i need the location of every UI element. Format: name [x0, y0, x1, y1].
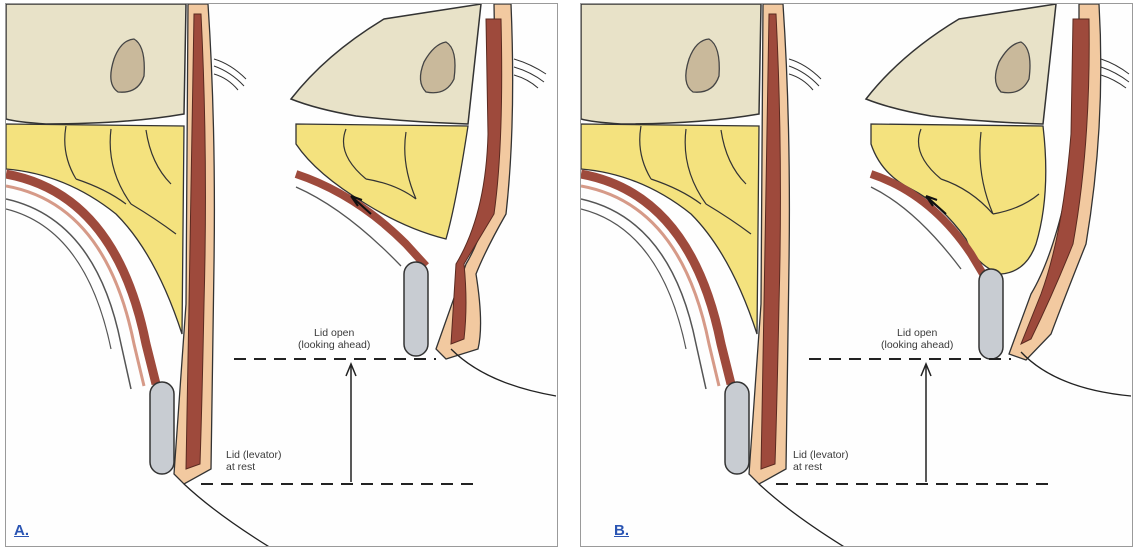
brow-hairs-open: [1101, 59, 1129, 88]
eyelash-curve: [759, 484, 846, 547]
tarsal-plate: [150, 382, 174, 474]
label-lid-rest-line1: Lid (levator): [793, 449, 848, 461]
panel-a: Lid open (looking ahead) Lid (levator) a…: [5, 3, 558, 547]
orbital-bone: [6, 4, 186, 124]
tarsal-plate: [725, 382, 749, 474]
orbital-bone: [581, 4, 761, 124]
globe-arc-inner: [6, 199, 131, 389]
label-lid-rest: Lid (levator) at rest: [226, 449, 281, 473]
eyelash-curve-open: [1021, 352, 1131, 396]
panel-label-a: A.: [14, 522, 29, 539]
orbital-fat-open: [871, 124, 1046, 274]
eyelid-diagram-b: [581, 4, 1133, 547]
tarsal-plate-open: [404, 262, 428, 356]
label-lid-open-line1: Lid open: [298, 327, 370, 339]
brow-hairs-open: [514, 59, 546, 88]
globe-arc-inner: [581, 199, 706, 389]
label-lid-rest-line2: at rest: [793, 461, 848, 473]
eyelash-curve-open: [451, 349, 556, 396]
panel-label-b: B.: [614, 522, 629, 539]
label-lid-open: Lid open (looking ahead): [298, 327, 370, 351]
eyelash-curve: [184, 484, 271, 547]
label-lid-open-line2: (looking ahead): [881, 339, 953, 351]
eyelid-diagram-a: [6, 4, 558, 547]
label-lid-open-line1: Lid open: [881, 327, 953, 339]
label-lid-open: Lid open (looking ahead): [881, 327, 953, 351]
label-lid-open-line2: (looking ahead): [298, 339, 370, 351]
label-lid-rest-line1: Lid (levator): [226, 449, 281, 461]
panel-b: Lid open (looking ahead) Lid (levator) a…: [580, 3, 1133, 547]
label-lid-rest: Lid (levator) at rest: [793, 449, 848, 473]
brow-hairs: [789, 59, 821, 90]
tarsal-plate-open: [979, 269, 1003, 359]
brow-hairs: [214, 59, 246, 90]
label-lid-rest-line2: at rest: [226, 461, 281, 473]
